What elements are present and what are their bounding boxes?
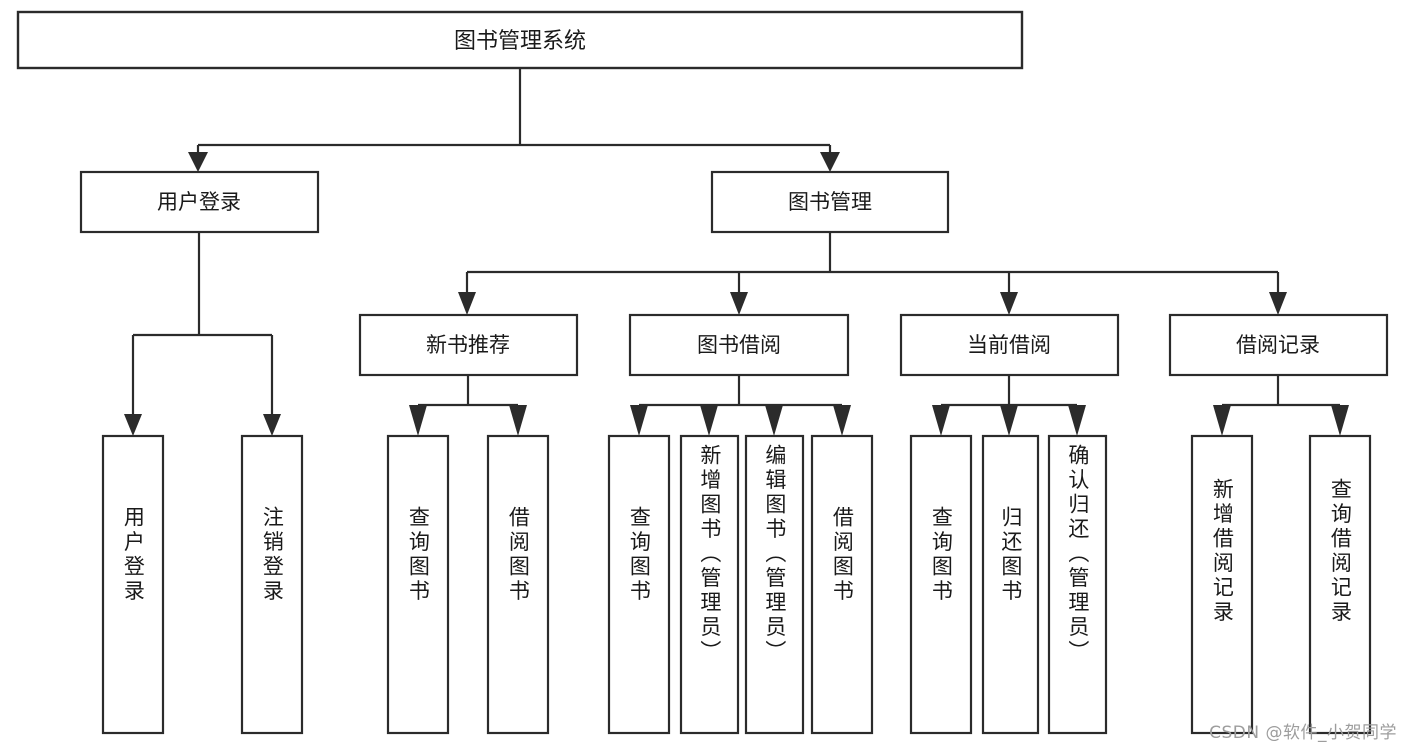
connector-root-to-level2 xyxy=(188,68,840,172)
node-user-login[interactable]: 用户登录 xyxy=(79,170,320,234)
leaf-box-borrow-book-recommend[interactable] xyxy=(486,434,550,735)
leaf-box-add-book-admin[interactable] xyxy=(679,434,740,735)
leaf-box-query-borrow-record[interactable] xyxy=(1308,434,1372,735)
leaf-box-query-book-current[interactable] xyxy=(909,434,973,735)
node-book-borrow[interactable]: 图书借阅 xyxy=(628,313,850,377)
borrow-record-label: 借阅记录 xyxy=(1236,333,1320,357)
leaf-box-confirm-return-admin[interactable] xyxy=(1047,434,1108,735)
arrow-book-borrow-leaf-4 xyxy=(833,405,851,436)
leaf-box-query-book-borrow[interactable] xyxy=(607,434,671,735)
user-login-box xyxy=(79,170,320,234)
arrow-user-login-leaf-2 xyxy=(263,414,281,436)
arrow-book-borrow-leaf-3 xyxy=(765,405,783,436)
arrow-borrow-record-leaf-2 xyxy=(1331,405,1349,436)
arrow-to-book-borrow xyxy=(730,292,748,315)
arrow-current-borrow-leaf-2 xyxy=(1000,405,1018,436)
leaf-box-edit-book-admin[interactable] xyxy=(744,434,805,735)
connector-new-book-recommend-to-leaves xyxy=(409,375,527,436)
current-borrow-label: 当前借阅 xyxy=(967,333,1051,357)
watermark-text: CSDN @软件_小贺同学 xyxy=(1209,723,1397,743)
book-borrow-label: 图书借阅 xyxy=(697,333,781,357)
arrow-new-book-leaf-2 xyxy=(509,405,527,436)
arrow-book-borrow-leaf-2 xyxy=(700,405,718,436)
connector-borrow-record-to-leaves xyxy=(1213,375,1349,436)
node-root-book-management-system[interactable]: 图书管理系统 xyxy=(16,10,1024,70)
root-label: 图书管理系统 xyxy=(454,29,586,54)
arrow-current-borrow-leaf-3 xyxy=(1068,405,1086,436)
leaf-box-logout[interactable] xyxy=(240,434,304,735)
node-book-management[interactable]: 图书管理 xyxy=(710,170,950,234)
connector-book-borrow-to-leaves xyxy=(630,375,851,436)
node-borrow-record[interactable]: 借阅记录 xyxy=(1168,313,1389,377)
arrow-current-borrow-leaf-1 xyxy=(932,405,950,436)
arrow-book-borrow-leaf-1 xyxy=(630,405,648,436)
leaf-box-borrow-book[interactable] xyxy=(810,434,874,735)
leaf-box-return-book[interactable] xyxy=(981,434,1040,735)
leaf-box-query-book-recommend[interactable] xyxy=(386,434,450,735)
arrow-to-new-book-recommend xyxy=(458,292,476,315)
arrow-to-borrow-record xyxy=(1269,292,1287,315)
arrow-root-to-user-login xyxy=(188,152,208,172)
node-current-borrow[interactable]: 当前借阅 xyxy=(899,313,1120,377)
arrow-root-to-book-manage xyxy=(820,152,840,172)
current-borrow-box xyxy=(899,313,1120,377)
new-book-recommend-box xyxy=(358,313,579,377)
borrow-record-box xyxy=(1168,313,1389,377)
connector-user-login-to-leaves xyxy=(124,232,281,436)
connector-current-borrow-to-leaves xyxy=(932,375,1086,436)
arrow-borrow-record-leaf-1 xyxy=(1213,405,1231,436)
leaf-box-add-borrow-record[interactable] xyxy=(1190,434,1254,735)
connector-book-manage-to-level3 xyxy=(458,232,1287,315)
user-login-label: 用户登录 xyxy=(157,190,241,214)
node-new-book-recommend[interactable]: 新书推荐 xyxy=(358,313,579,377)
root-box xyxy=(16,10,1024,70)
book-management-box xyxy=(710,170,950,234)
new-book-recommend-label: 新书推荐 xyxy=(426,333,510,357)
book-management-label: 图书管理 xyxy=(788,190,872,214)
arrow-to-current-borrow xyxy=(1000,292,1018,315)
arrow-user-login-leaf-1 xyxy=(124,414,142,436)
leaf-box-user-login[interactable] xyxy=(101,434,165,735)
arrow-new-book-leaf-1 xyxy=(409,405,427,436)
book-borrow-box xyxy=(628,313,850,377)
